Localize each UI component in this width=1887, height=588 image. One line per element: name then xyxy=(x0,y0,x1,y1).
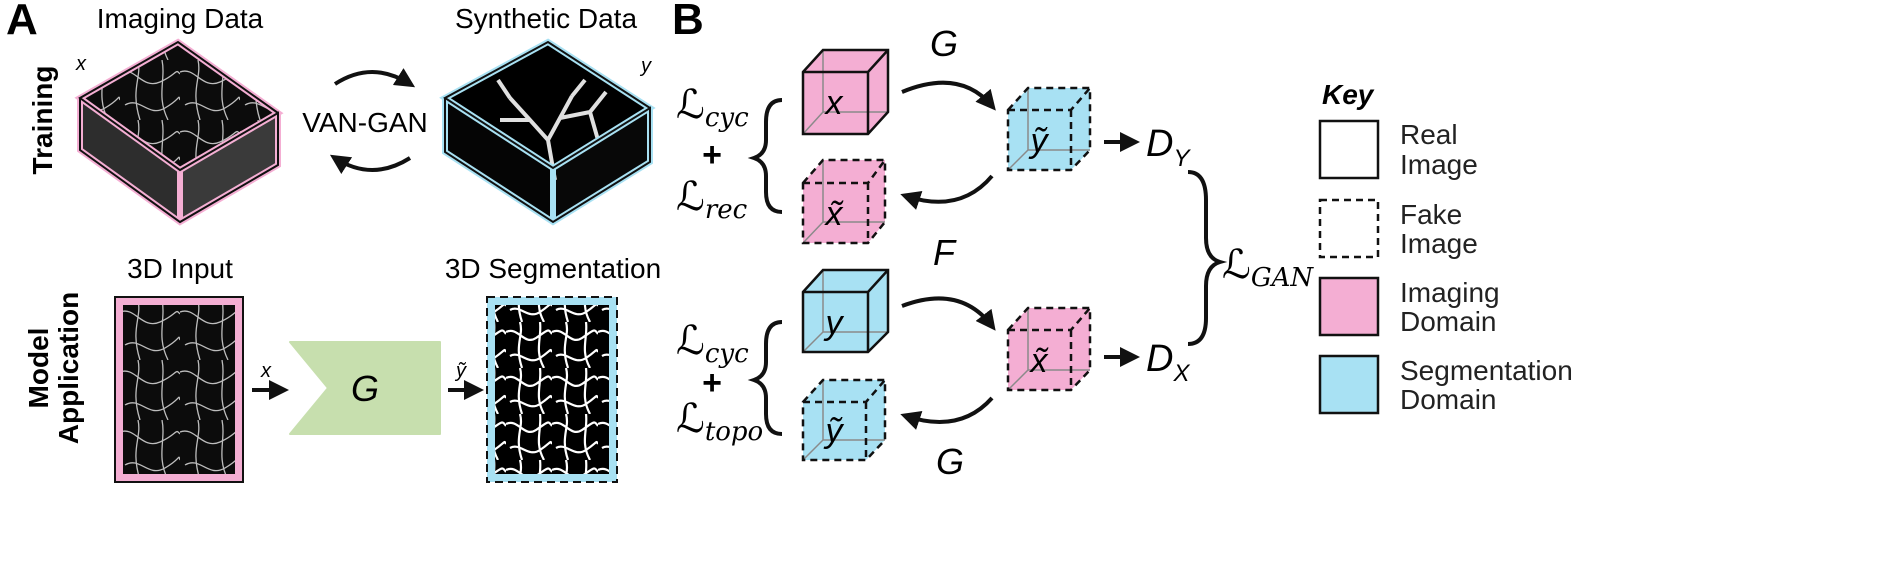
cube-y-fake-right-label: ỹ xyxy=(1029,122,1050,160)
arrow-f-forward xyxy=(901,296,996,331)
segmentation-3d-title: 3D Segmentation xyxy=(445,253,661,284)
loss-cyc-bottom: ℒcyc xyxy=(676,318,749,369)
key-fake-line1: Fake xyxy=(1400,199,1462,230)
vangan-forward-arrow xyxy=(333,68,416,88)
cube-y-fake-bottom-label: ỹ xyxy=(824,412,845,450)
key-swatch-fake xyxy=(1318,198,1380,259)
key-real-line2: Image xyxy=(1400,149,1478,180)
key-title: Key xyxy=(1322,79,1375,110)
vangan-backward-arrow xyxy=(329,154,412,175)
loss-cyc-top: ℒcyc xyxy=(676,82,749,133)
imaging-data-title: Imaging Data xyxy=(97,3,264,34)
imaging-data-volume xyxy=(74,38,284,226)
synthetic-vessel-tree xyxy=(496,78,608,181)
synthetic-data-volume xyxy=(439,38,656,226)
key-imaging-line2: Domain xyxy=(1400,306,1496,337)
discriminator-dy: DY xyxy=(1146,123,1191,172)
cube-y-label: y xyxy=(824,304,845,342)
panel-letter-b: B xyxy=(672,0,704,44)
training-var-x: x xyxy=(75,53,87,75)
loss-rec: ℒrec xyxy=(676,174,748,225)
training-var-y: y xyxy=(639,55,652,77)
generator-label: G xyxy=(351,368,379,409)
cube-x-fake-top: x̃ xyxy=(801,158,887,245)
arrow-label-x: x xyxy=(260,360,272,382)
arrow-g-return xyxy=(900,174,994,210)
cube-y-fake-right: ỹ xyxy=(1006,86,1092,172)
row-label-training: Training xyxy=(27,66,58,175)
arrow-label-y-fake: ỹ xyxy=(454,360,467,382)
input-3d-title: 3D Input xyxy=(127,253,233,284)
key-real-line1: Real xyxy=(1400,119,1458,150)
discriminator-dx: DX xyxy=(1146,338,1190,387)
key-fake-line2: Image xyxy=(1400,228,1478,259)
loss-gan: ℒGAN xyxy=(1222,242,1314,293)
loss-plus-top: + xyxy=(702,136,722,174)
key-swatch-segmentation xyxy=(1318,354,1380,415)
generator-g-top-label: G xyxy=(930,23,958,64)
vangan-label: VAN-GAN xyxy=(302,107,428,138)
cube-x-fake-right: x̃ xyxy=(1006,306,1092,392)
key-segmentation-line2: Domain xyxy=(1400,384,1496,415)
input-3d-image xyxy=(114,296,244,483)
cycle-loss-brace-bottom xyxy=(747,320,783,436)
cycle-loss-brace-top xyxy=(747,98,783,214)
arrow-g-forward xyxy=(901,80,996,111)
key-swatch-imaging xyxy=(1318,276,1380,337)
cube-x-label: x xyxy=(824,84,844,122)
cube-x-fake-top-label: x̃ xyxy=(824,195,845,233)
segmentation-3d-image xyxy=(486,296,618,483)
synthetic-data-title: Synthetic Data xyxy=(455,3,638,34)
generator-f-label: F xyxy=(933,232,957,273)
key-imaging-line1: Imaging xyxy=(1400,277,1500,308)
generator-g-bottom-label: G xyxy=(936,441,964,482)
cube-x-fake-right-label: x̃ xyxy=(1029,342,1050,380)
cube-y-real: y xyxy=(801,268,890,354)
loss-plus-bottom: + xyxy=(702,364,722,402)
cube-y-fake-bottom: ỹ xyxy=(801,378,887,462)
row-label-model: Model xyxy=(23,328,54,409)
loss-topo: ℒtopo xyxy=(676,396,763,447)
key-swatch-real xyxy=(1318,119,1380,180)
panel-letter-a: A xyxy=(6,0,38,44)
key-segmentation-line1: Segmentation xyxy=(1400,355,1573,386)
cube-x-real: x xyxy=(801,48,890,136)
gan-loss-brace xyxy=(1187,170,1228,346)
arrow-g-bottom-return xyxy=(900,396,994,430)
row-label-application: Application xyxy=(53,292,84,444)
